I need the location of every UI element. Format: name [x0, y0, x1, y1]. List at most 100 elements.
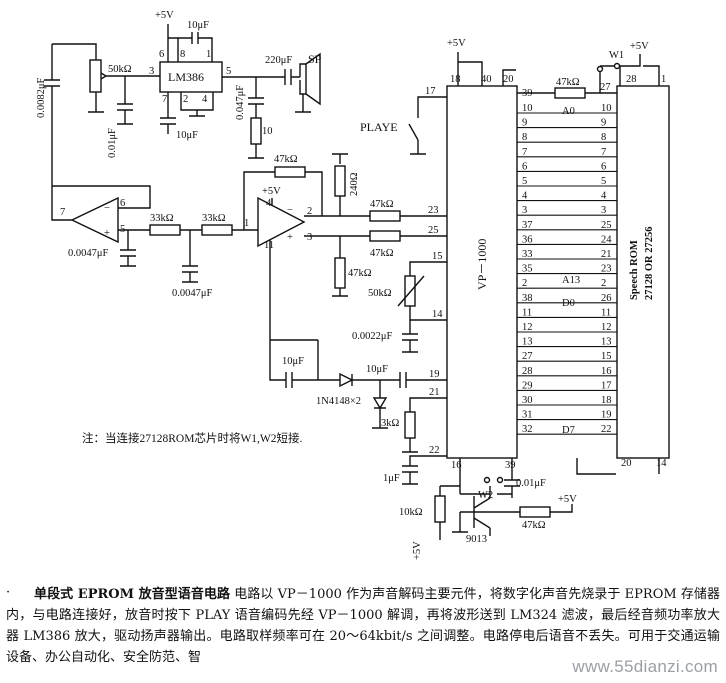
opamp2-5v: +5V — [262, 186, 281, 197]
lm386-pin-7: 7 — [162, 94, 167, 105]
tr-rail-5v: +5V — [558, 494, 577, 505]
r-33k-2: 33kΩ — [202, 213, 226, 224]
w1-label: W1 — [609, 50, 624, 61]
opamp2-pin-2: 2 — [307, 206, 312, 217]
c-0047-2: 0.0047μF — [172, 288, 213, 299]
vp-bus-pin: 3 — [522, 205, 527, 216]
r-50k-vr: 50kΩ — [368, 288, 392, 299]
c-0047-1: 0.0047μF — [68, 248, 109, 259]
vp-pin-15: 15 — [432, 251, 443, 262]
vp-pin-23: 23 — [428, 205, 439, 216]
opamp1-pin-7: 7 — [60, 207, 65, 218]
rom-bus-pin: 5 — [601, 176, 606, 187]
lm386-pin-3: 3 — [149, 66, 154, 77]
rom-pin-1: 1 — [661, 74, 666, 85]
opamp1-pin-6: 6 — [120, 198, 125, 209]
r-47k-fb: 47kΩ — [274, 154, 298, 165]
playe-label: PLAYE — [360, 120, 398, 134]
vp-bus-pin: 5 — [522, 176, 527, 187]
note-text: 注：当连接27128ROM芯片时将W1,W2短接. — [82, 431, 303, 445]
rom-bus-pin: 18 — [601, 395, 612, 406]
caption-title: 单段式 EPROM 放音型语音电路 — [34, 587, 231, 602]
vp-bus-pin: 13 — [522, 337, 533, 348]
c-0047-out: 0.047μF — [235, 85, 246, 120]
bus-label-d7: D7 — [562, 425, 575, 436]
vp-bus-pin: 9 — [522, 118, 527, 129]
caption-mark: · — [6, 585, 11, 600]
sp-label: SP — [308, 52, 322, 66]
rom-label-2: 27128 OR 27256 — [644, 227, 655, 301]
c-10u-a: 10μF — [282, 356, 304, 367]
rom-pin-28: 28 — [626, 74, 637, 85]
rom-bus-pin: 19 — [601, 410, 612, 421]
r-47k-rom: 47kΩ — [556, 77, 580, 88]
vp-bus-pin: 37 — [522, 220, 533, 231]
vp-bus-pin: 6 — [522, 161, 527, 172]
vp-bus-pin: 32 — [522, 424, 533, 435]
vp-bus-pin: 8 — [522, 132, 527, 143]
vp-pin-22: 22 — [429, 445, 440, 456]
rom-pin-14: 14 — [656, 458, 667, 469]
r-3k: 3kΩ — [381, 418, 400, 429]
rom-bus-pin: 9 — [601, 118, 606, 129]
vp-bus-pin: 10 — [522, 103, 533, 114]
caption: · 单段式 EPROM 放音型语音电路 电路以 VP－1000 作为声音解码主要… — [6, 584, 720, 668]
tr-5v: +5V — [412, 541, 423, 560]
circuit-diagram: VP－1000 Speech ROM 27128 OR 27256 LM386 … — [36, 10, 670, 560]
lm386-pin-8: 8 — [180, 49, 185, 60]
r-47k-ground: 47kΩ — [348, 268, 372, 279]
opamp2-pin-4: 4 — [266, 198, 272, 209]
r-33k-1: 33kΩ — [150, 213, 174, 224]
c-1u: 1μF — [383, 473, 400, 484]
rom-bus-pin: 11 — [601, 307, 611, 318]
c-10u-lm386: 10μF — [176, 130, 198, 141]
c-001: 0.01μF — [107, 128, 118, 158]
vp-bus-pin: 7 — [522, 147, 527, 158]
vp-pin-40: 40 — [481, 74, 492, 85]
rom-bus-pin: 21 — [601, 249, 612, 260]
vp-bus-pin: 31 — [522, 410, 533, 421]
svg-text:+: + — [287, 232, 293, 243]
rom-bus-pin: 17 — [601, 380, 612, 391]
rom-bus-pin: 6 — [601, 161, 606, 172]
c-10u-top: 10μF — [187, 20, 209, 31]
vp1000-label: VP－1000 — [475, 239, 489, 290]
opamp2-pin-1: 1 — [244, 218, 249, 229]
rom-bus-pin: 26 — [601, 293, 612, 304]
vp-pin-25: 25 — [428, 225, 439, 236]
vp-5v: +5V — [447, 38, 466, 49]
bus-label-a13: A13 — [562, 275, 580, 286]
vp-bus-pin: 30 — [522, 395, 533, 406]
rom-label-1: Speech ROM — [629, 240, 640, 300]
vp-bus-pin: 38 — [522, 293, 533, 304]
c-220u: 220μF — [265, 55, 292, 66]
rom-bus-pin: 16 — [601, 366, 612, 377]
vp-pin-39-bottom: 39 — [505, 460, 516, 471]
r-47k-b: 47kΩ — [370, 248, 394, 259]
rom-5v: +5V — [630, 41, 649, 52]
r-47k-tr: 47kΩ — [522, 520, 546, 531]
r-240: 240Ω — [349, 172, 360, 196]
vp-bus-pin: 28 — [522, 366, 533, 377]
r-50k-top: 50kΩ — [108, 64, 132, 75]
rom-bus-pin: 10 — [601, 103, 612, 114]
svg-text:−: − — [287, 205, 293, 216]
rom-bus-pin: 8 — [601, 132, 606, 143]
vp-pin-14: 14 — [432, 309, 443, 320]
r-10k: 10kΩ — [399, 507, 423, 518]
rom-bus-pin: 24 — [601, 234, 612, 245]
lm386-pin-1: 1 — [206, 49, 211, 60]
rom-bus-pin: 13 — [601, 337, 612, 348]
rom-bus-pin: 2 — [601, 278, 606, 289]
vp-pin-20: 20 — [503, 74, 514, 85]
c-0022: 0.0022μF — [352, 331, 393, 342]
c-001-b: 0.01μF — [516, 478, 546, 489]
vp-pin-19: 19 — [429, 369, 440, 380]
vp-pin-17: 17 — [425, 86, 436, 97]
r-47k-a: 47kΩ — [370, 199, 394, 210]
lm386-pin-2: 2 — [183, 94, 188, 105]
opamp2-pin-3: 3 — [307, 232, 312, 243]
opamp2-pin-11: 11 — [264, 240, 274, 251]
vp-bus-pin: 12 — [522, 322, 533, 333]
